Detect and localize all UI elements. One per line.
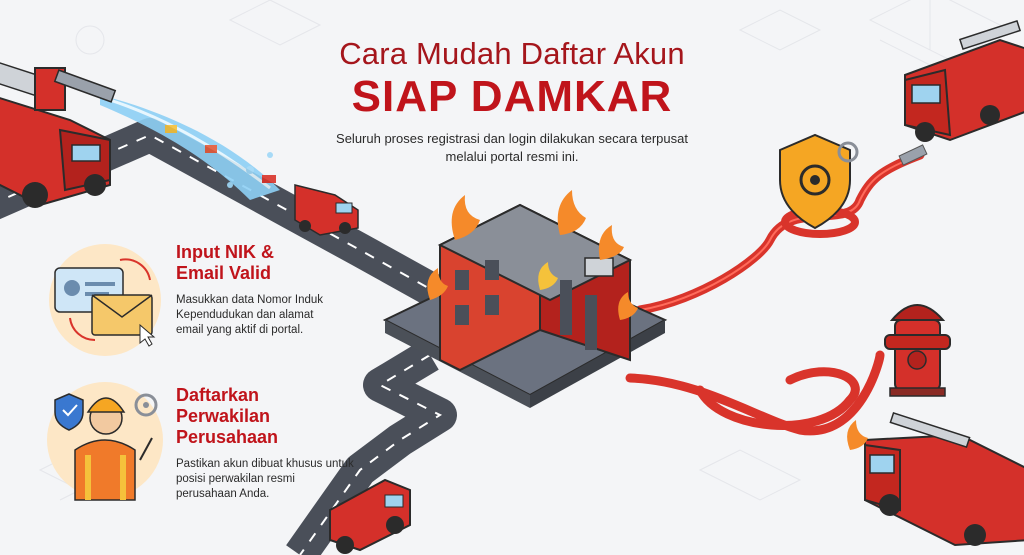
title-line-2: SIAP DAMKAR — [351, 72, 673, 121]
subtitle: Seluruh proses registrasi dan login dila… — [336, 131, 688, 164]
id-card-envelope-icon — [49, 244, 161, 356]
step-1-title: Input NIK & Email Valid — [176, 242, 274, 283]
fire-hose — [625, 144, 928, 436]
step-1-description: Masukkan data Nomor Induk Kependudukan d… — [176, 294, 324, 336]
fire-truck-top-left — [0, 60, 117, 208]
fire-truck-bottom-center — [329, 478, 411, 554]
fire-hydrant-icon — [884, 304, 951, 397]
fire-truck-top-right — [904, 20, 1024, 142]
step-2-title: Daftarkan Perwakilan Perusahaan — [176, 385, 279, 447]
fire-truck-small — [294, 184, 359, 236]
shield-gear-icon — [779, 133, 859, 230]
company-representative-icon — [47, 382, 163, 501]
fire-truck-bottom-right — [847, 411, 1024, 547]
water-spray — [100, 95, 280, 200]
title-line-1: Cara Mudah Daftar Akun — [339, 36, 685, 71]
step-2-description: Pastikan akun dibuat khusus untuk posisi… — [176, 458, 354, 500]
burning-building — [382, 190, 668, 408]
